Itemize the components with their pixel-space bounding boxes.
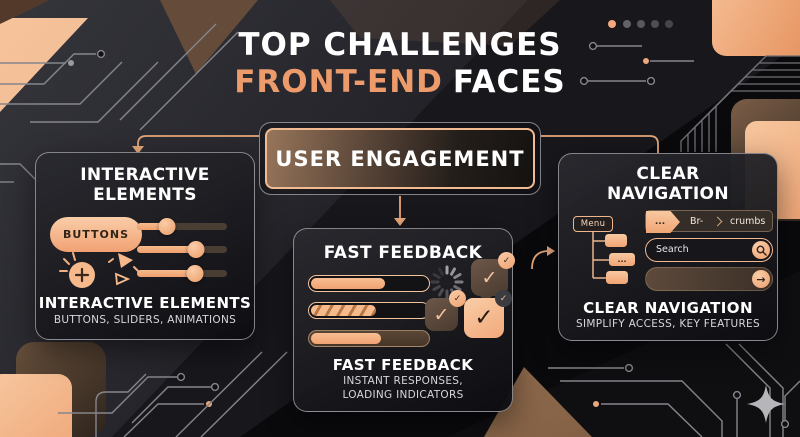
menu-button[interactable]: Menu xyxy=(573,216,613,232)
user-engagement-inner: USER ENGAGEMENT xyxy=(265,128,535,189)
user-engagement-node: USER ENGAGEMENT xyxy=(259,122,541,195)
decor-rounded-rect-top-right xyxy=(712,0,800,56)
connector-hook xyxy=(531,250,548,270)
menu-item[interactable] xyxy=(606,271,628,284)
feedback-heading: FAST FEEDBACK xyxy=(323,243,483,263)
search-button[interactable] xyxy=(752,241,770,259)
interactive-heading: INTERACTIVE ELEMENTS xyxy=(80,165,210,206)
feedback-footer-title: FAST FEEDBACK xyxy=(332,356,474,374)
feedback-footer-subtitle: INSTANT RESPONSES, LOADING INDICATORS xyxy=(342,375,464,401)
breadcrumb-tag[interactable]: ... xyxy=(646,211,680,233)
search-icon xyxy=(756,245,767,256)
arrow-right-icon: → xyxy=(756,272,766,286)
menu-item-ellipsis[interactable]: ... xyxy=(609,253,635,266)
check-bubble-icon: ✓ ✓ xyxy=(471,252,515,302)
progress-bar-2 xyxy=(308,302,430,319)
decor-rounded-rect-bottom-left-peach xyxy=(0,374,72,437)
breadcrumb: ... Br- crumbs xyxy=(645,210,773,233)
action-pill: → xyxy=(645,267,773,291)
check-square-icon: ✓ ✓ xyxy=(425,290,466,331)
chevron-right-icon xyxy=(712,216,723,227)
title-accent-text: FRONT-END xyxy=(234,64,443,101)
menu-item[interactable] xyxy=(605,234,627,247)
slider-2[interactable] xyxy=(137,241,227,258)
progress-bar-3 xyxy=(308,330,430,347)
panel-fast-feedback: FAST FEEDBACK xyxy=(293,228,515,412)
progress-bar-1 xyxy=(308,275,430,292)
buttons-pill-button[interactable]: BUTTONS xyxy=(50,217,142,252)
user-engagement-label: USER ENGAGEMENT xyxy=(275,146,525,171)
arrowhead-hook xyxy=(547,246,555,256)
title-line1: TOP CHALLENGES xyxy=(238,27,562,63)
loading-spinner-icon xyxy=(430,265,464,299)
breadcrumb-item[interactable]: crumbs xyxy=(730,216,766,227)
menu-tree-lines xyxy=(592,232,609,279)
check-badge-icon: ✓ xyxy=(449,290,466,307)
slider-1-knob[interactable] xyxy=(158,218,176,235)
interactive-footer-title: INTERACTIVE ELEMENTS xyxy=(38,294,252,312)
slider-1[interactable] xyxy=(137,218,227,235)
check-badge-dark-icon: ✓ xyxy=(495,290,512,307)
navigation-footer-subtitle: SIMPLIFY ACCESS, KEY FEATURES xyxy=(576,318,760,330)
click-plus-icon xyxy=(59,252,95,288)
animation-cursor-icon xyxy=(108,253,139,286)
panel-interactive-elements: INTERACTIVE ELEMENTS BUTTONS xyxy=(35,152,255,340)
slider-3[interactable] xyxy=(137,265,227,282)
check-square-peach-icon: ✓ ✓ xyxy=(464,290,512,338)
go-button[interactable]: → xyxy=(752,270,770,288)
panel-clear-navigation: CLEAR NAVIGATION Menu ... ... Br- crumbs… xyxy=(558,153,778,341)
interactive-footer-subtitle: BUTTONS, SLIDERS, ANIMATIONS xyxy=(53,314,237,326)
search-placeholder: Search xyxy=(656,244,689,255)
breadcrumb-item[interactable]: Br- xyxy=(690,216,704,227)
slider-3-knob[interactable] xyxy=(186,265,204,282)
search-input[interactable]: Search xyxy=(645,238,773,262)
title-rest-text: FACES xyxy=(452,64,566,101)
slider-2-knob[interactable] xyxy=(187,241,204,258)
navigation-footer-title: CLEAR NAVIGATION xyxy=(583,299,753,317)
check-badge-icon: ✓ xyxy=(498,252,515,269)
navigation-heading: CLEAR NAVIGATION xyxy=(606,164,730,205)
